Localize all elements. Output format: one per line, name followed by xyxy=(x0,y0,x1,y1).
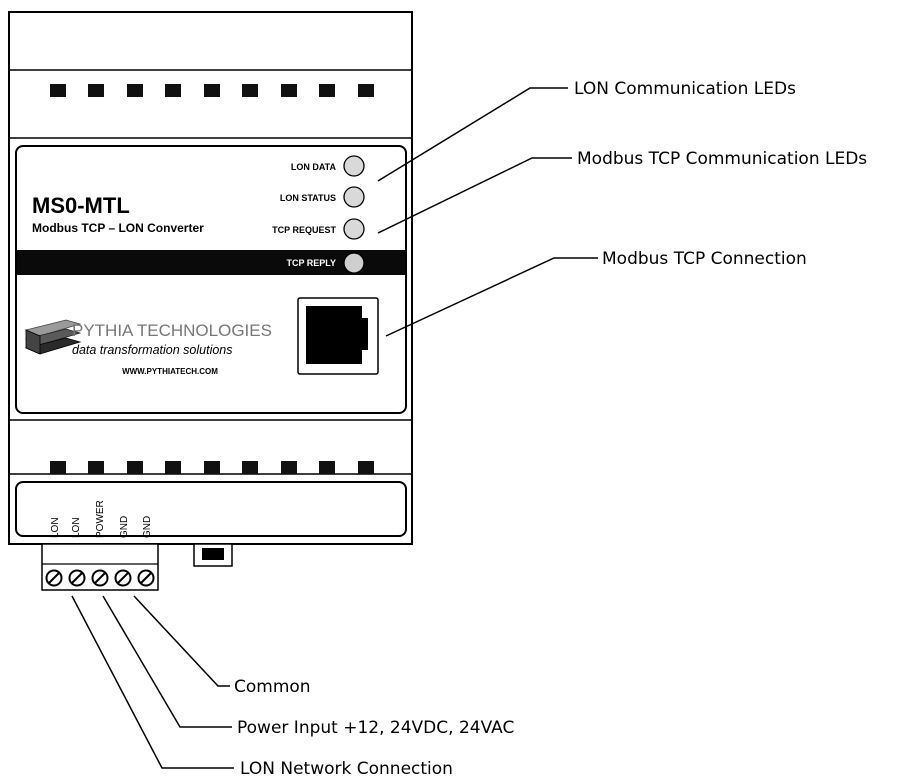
brand-tagline: data transformation solutions xyxy=(72,343,233,357)
terminal-label-power: POWER xyxy=(95,500,106,538)
led-label-lon-status: LON STATUS xyxy=(280,193,336,203)
model-name: MS0-MTL xyxy=(32,193,130,218)
led-lon-data xyxy=(343,155,365,177)
brand-name: PYTHIA TECHNOLOGIES xyxy=(72,321,272,340)
callout-lon-leds: LON Communication LEDs xyxy=(574,79,796,99)
callout-power-input: Power Input +12, 24VDC, 24VAC xyxy=(237,718,514,738)
callout-tcp-leds: Modbus TCP Communication LEDs xyxy=(577,149,867,169)
callout-tcp-connection: Modbus TCP Connection xyxy=(602,249,807,269)
bottom-vent-slots xyxy=(50,461,374,474)
callout-common: Common xyxy=(234,677,311,697)
callout-lon-network: LON Network Connection xyxy=(240,759,453,779)
brand-url: WWW.PYTHIATECH.COM xyxy=(122,367,218,376)
led-label-lon-data: LON DATA xyxy=(291,162,337,172)
led-label-tcp-reply: TCP REPLY xyxy=(286,258,336,268)
led-lon-status xyxy=(343,186,365,208)
callout-leaders xyxy=(71,87,598,769)
terminal-label-panel xyxy=(15,481,407,537)
rj45-port xyxy=(297,297,379,375)
top-vent-slots xyxy=(50,84,374,97)
led-tcp-reply xyxy=(343,252,365,274)
pythia-logo-icon xyxy=(24,319,82,355)
terminal-label-gnd-2: GND xyxy=(142,516,153,538)
device-subtitle: Modbus TCP – LON Converter xyxy=(32,221,204,235)
led-label-tcp-request: TCP REQUEST xyxy=(272,225,336,235)
terminal-label-lon-2: LON xyxy=(71,517,82,538)
terminal-label-lon-1: LON xyxy=(50,517,61,538)
tcp-reply-band xyxy=(17,250,405,275)
din-clip-slot xyxy=(202,548,224,560)
led-tcp-request xyxy=(343,218,365,240)
terminal-label-gnd-1: GND xyxy=(119,516,130,538)
terminal-screw-icons xyxy=(45,569,155,587)
